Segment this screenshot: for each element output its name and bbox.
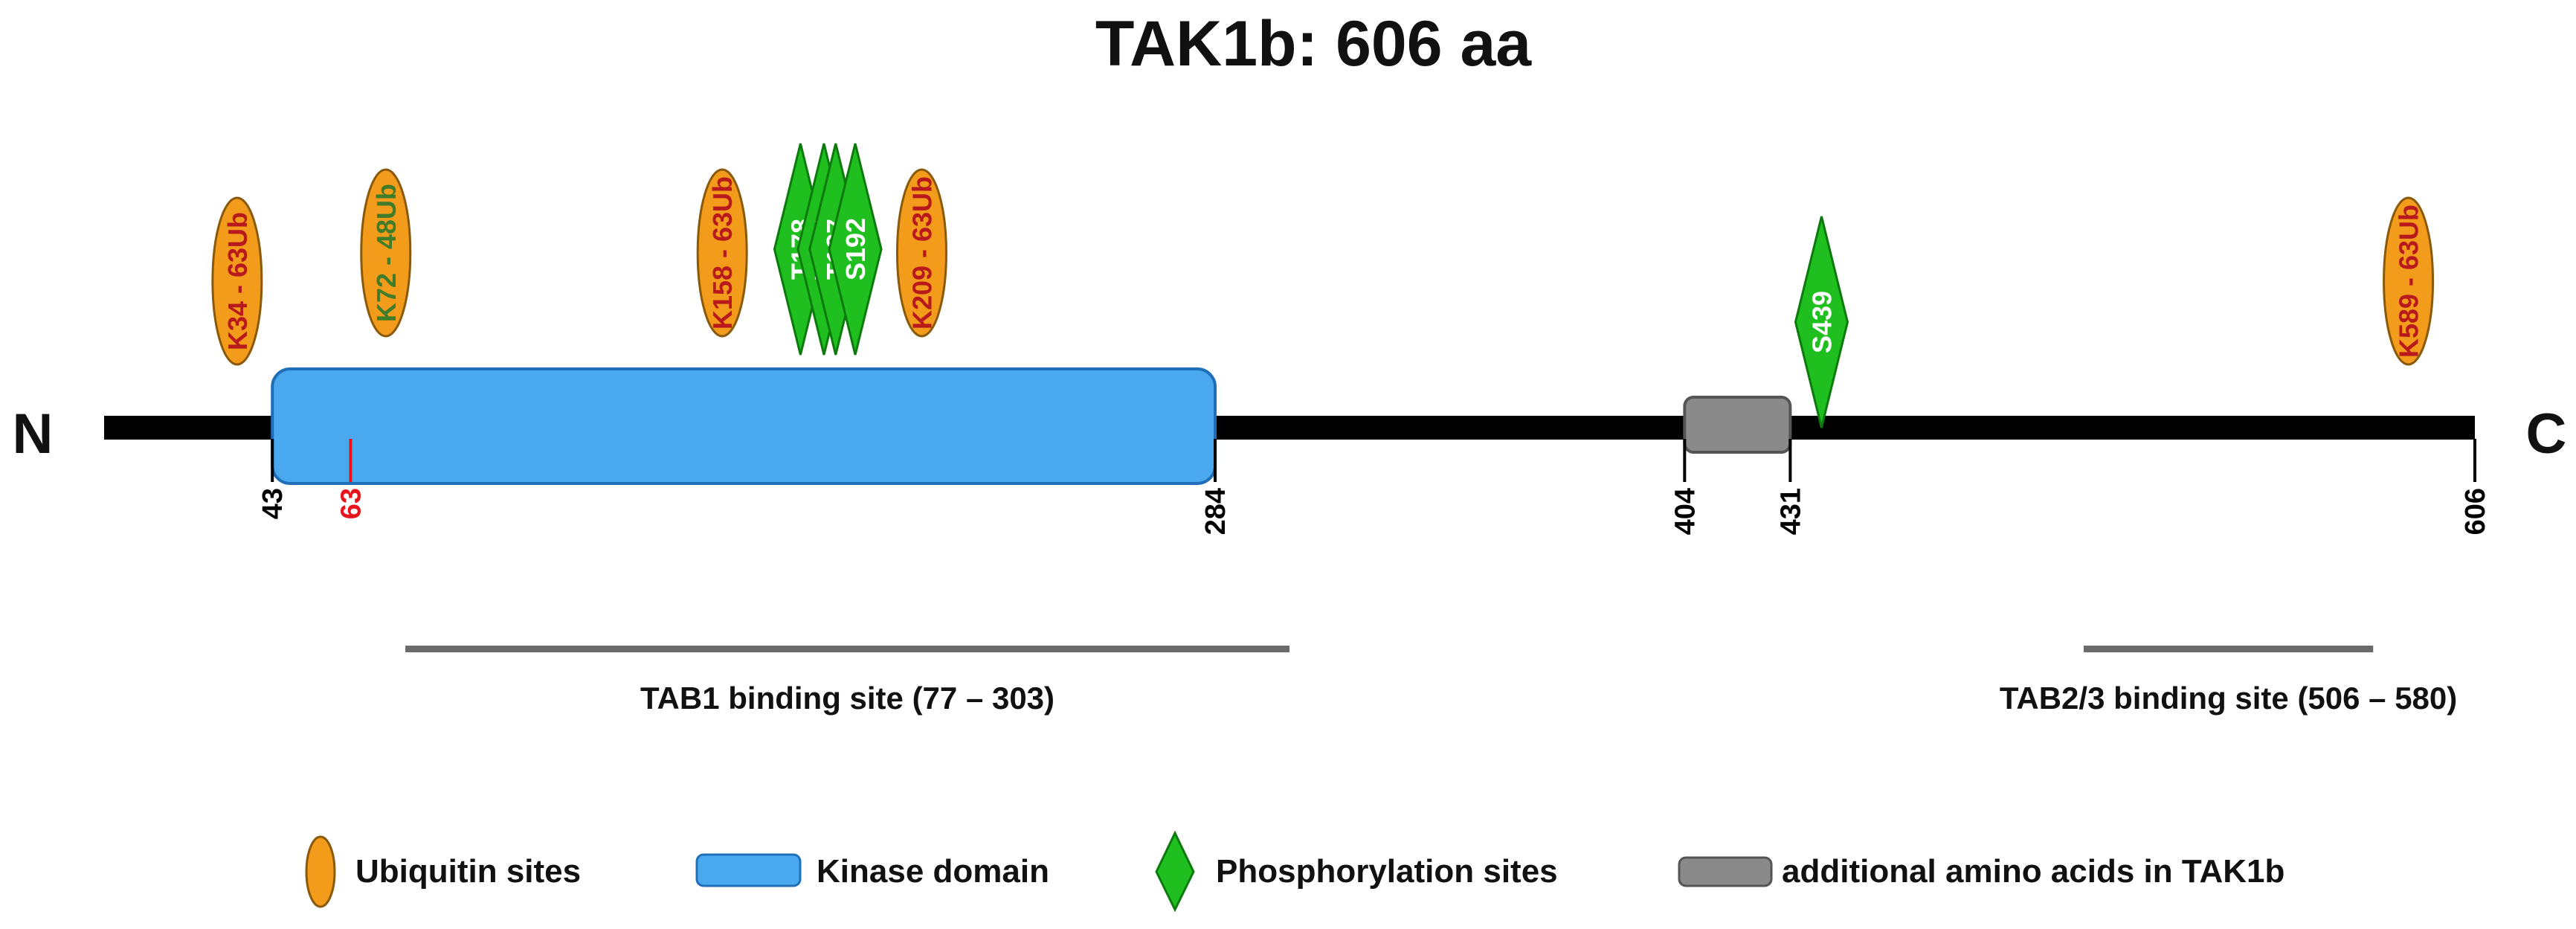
ubiquitin-ellipse <box>211 196 263 366</box>
ubiquitin-site: K34 - 63Ub <box>211 196 263 366</box>
binding-site-bar <box>405 646 1289 652</box>
tick-label: 63 <box>335 488 367 519</box>
ubiquitin-legend-icon <box>305 835 336 908</box>
binding-sites: TAB1 binding site (77 – 303) TAB2/3 bind… <box>405 646 2457 716</box>
legend-label-kinase: Kinase domain <box>817 853 1049 890</box>
ubiquitin-ellipse <box>2383 196 2435 366</box>
binding-site-bar <box>2083 646 2374 652</box>
legend-item-additional: additional amino acids in TAK1b <box>1678 853 2284 890</box>
c-terminus-label: C <box>2526 402 2567 466</box>
ubiquitin-site-label: K72 - 48Ub <box>371 184 402 322</box>
tab1-binding-site: TAB1 binding site (77 – 303) <box>405 646 1289 716</box>
legend-item-phosphorylation: Phosphorylation sites <box>1155 830 1558 913</box>
tick-label: 606 <box>2460 488 2491 535</box>
additional-amino-acids-box <box>1683 396 1792 454</box>
phosphorylation-site-label: S192 <box>840 218 871 280</box>
ubiquitin-site-label: K34 - 63Ub <box>222 212 253 350</box>
ubiquitin-sites: K34 - 63Ub K72 - 48Ub K158 - 63Ub K209 -… <box>211 168 2435 366</box>
tab2-3-binding-site: TAB2/3 binding site (506 – 580) <box>2000 646 2457 716</box>
legend: Ubiquitin sites Kinase domain Phosphoryl… <box>305 830 2284 913</box>
phosphorylation-diamond <box>1794 216 1849 428</box>
tick-label: 284 <box>1200 488 1231 535</box>
ubiquitin-site: K589 - 63Ub <box>2383 196 2435 366</box>
phosphorylation-sites: T178 T184 T187 S192 S439 <box>773 143 1849 428</box>
tick-label: 404 <box>1669 488 1701 535</box>
diagram-title: TAK1b: 606 aa <box>1095 8 1532 80</box>
tick-label: 43 <box>257 488 289 519</box>
legend-item-kinase: Kinase domain <box>695 853 1049 890</box>
binding-site-label: TAB1 binding site (77 – 303) <box>640 681 1054 716</box>
ubiquitin-site: K72 - 48Ub <box>360 168 412 338</box>
legend-label-phosphorylation: Phosphorylation sites <box>1216 853 1558 890</box>
phosphorylation-site: S439 <box>1794 216 1849 428</box>
phosphorylation-legend-icon <box>1155 830 1195 913</box>
ubiquitin-site-label: K589 - 63Ub <box>2394 205 2424 358</box>
ubiquitin-site: K209 - 63Ub <box>895 168 947 338</box>
ubiquitin-ellipse <box>696 168 748 338</box>
kinase-legend-icon <box>695 853 802 887</box>
phosphorylation-site-label: S439 <box>1806 291 1837 353</box>
additional-amino-acids-legend-icon <box>1678 856 1773 887</box>
ubiquitin-ellipse <box>360 168 412 338</box>
legend-label-ubiquitin: Ubiquitin sites <box>355 853 581 890</box>
kinase-domain <box>271 367 1217 485</box>
binding-site-label: TAB2/3 binding site (506 – 580) <box>2000 681 2457 716</box>
legend-label-additional: additional amino acids in TAK1b <box>1782 853 2284 890</box>
phosphorylation-site: S192 <box>828 143 883 356</box>
phosphorylation-diamond <box>828 143 883 356</box>
ubiquitin-site-label: K209 - 63Ub <box>907 176 937 330</box>
n-terminus-label: N <box>13 402 54 466</box>
legend-item-ubiquitin: Ubiquitin sites <box>305 835 581 908</box>
ubiquitin-ellipse <box>895 168 947 338</box>
tick-label: 431 <box>1775 488 1806 535</box>
ubiquitin-site: K158 - 63Ub <box>696 168 748 338</box>
position-ticks: 43 63 284 404 431 606 <box>257 439 2491 535</box>
ubiquitin-site-label: K158 - 63Ub <box>707 176 738 330</box>
